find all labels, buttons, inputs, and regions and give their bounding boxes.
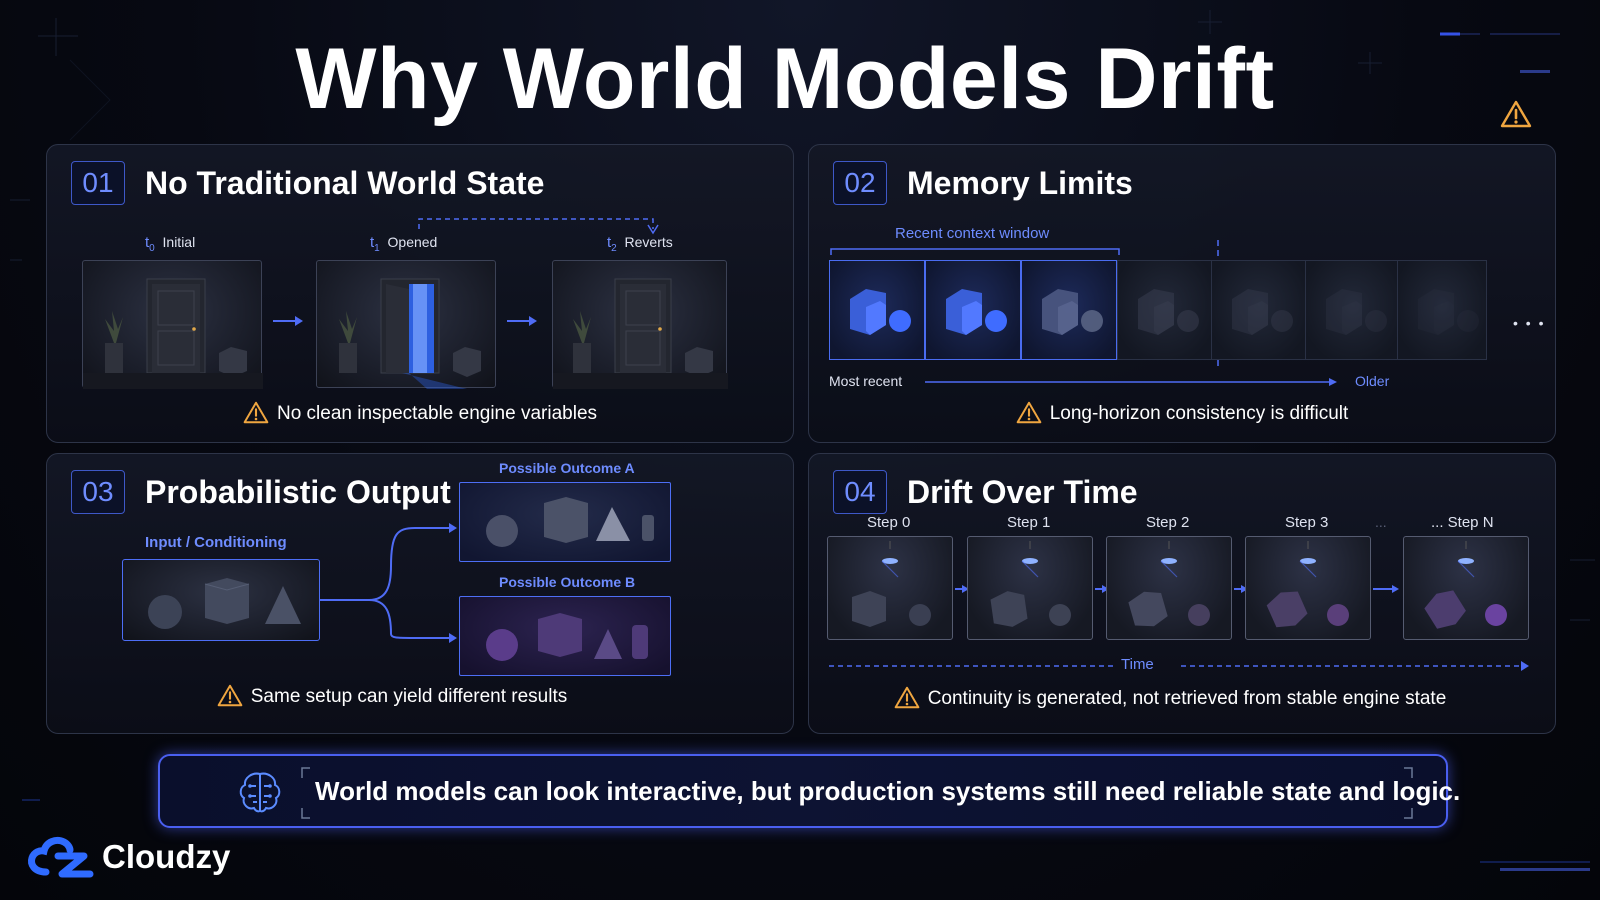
warning-line: Same setup can yield different results — [19, 684, 765, 708]
memory-frame — [1117, 260, 1213, 360]
scene-door-closed-reverts — [552, 260, 728, 389]
input-label: Input / Conditioning — [145, 534, 287, 551]
warning-line: Continuity is generated, not retrieved f… — [797, 686, 1543, 710]
panel-probabilistic-output: 03 Probabilistic Output Input / Conditio… — [46, 453, 794, 734]
panel-title: No Traditional World State — [145, 165, 545, 201]
scene-door-closed-initial — [82, 260, 263, 389]
warning-line: Long-horizon consistency is difficult — [809, 401, 1555, 425]
brand-logo: Cloudzy — [28, 832, 230, 882]
outcome-b-label: Possible Outcome B — [499, 574, 636, 590]
drift-step-frame — [827, 536, 953, 640]
memory-frame — [1211, 260, 1307, 360]
revert-dashed-arrow — [418, 218, 659, 235]
panel-title: Drift Over Time — [907, 474, 1138, 510]
axis-end-label: Older — [1355, 373, 1390, 389]
steps-ellipsis: ... — [1375, 514, 1387, 530]
recency-axis-arrow — [925, 378, 1337, 386]
memory-frame — [1021, 260, 1117, 360]
panel-number: 01 — [71, 161, 125, 205]
time-axis-label: Time — [1121, 656, 1154, 673]
brain-circuit-icon — [239, 772, 281, 813]
outcome-b-scene — [459, 596, 671, 676]
step-label: Step 2 — [1146, 514, 1190, 531]
cloudzy-logo-icon — [28, 836, 94, 878]
panel-title: Memory Limits — [907, 165, 1133, 201]
outcome-a-scene — [459, 482, 671, 562]
step-label: ... Step N — [1431, 514, 1494, 531]
panel-number: 02 — [833, 161, 887, 205]
memory-frame — [829, 260, 925, 360]
drift-step-frame — [967, 536, 1093, 640]
input-scene — [122, 559, 320, 641]
key-takeaway-banner: World models can look interactive, but p… — [158, 754, 1460, 828]
scene-door-opened — [316, 260, 496, 389]
arrow-right-icon — [955, 585, 969, 593]
step-label: Step 0 — [867, 514, 911, 531]
drift-step-frame — [1403, 536, 1529, 640]
arrow-right-icon — [507, 316, 537, 326]
arrow-right-icon — [1234, 585, 1248, 593]
outcome-a-label: Possible Outcome A — [499, 460, 635, 476]
time-axis-left — [829, 661, 1529, 671]
context-window-label: Recent context window — [895, 225, 1050, 242]
panel-no-world-state: 01 No Traditional World State t0 Initial… — [46, 144, 794, 443]
warning-icon — [1016, 401, 1042, 424]
more-frames-ellipsis: • • • — [1513, 315, 1546, 331]
panel-number: 04 — [833, 470, 887, 514]
panel-title: Probabilistic Output — [145, 474, 451, 510]
memory-frame — [1305, 260, 1401, 360]
frame-label-opened: t1 Opened — [370, 234, 438, 254]
panel-drift-over-time: 04 Drift Over Time Step 0 Step 1 Step 2 Ste… — [808, 453, 1556, 734]
warning-icon — [217, 684, 243, 707]
page-title: Why World Models Drift — [295, 31, 1275, 127]
frame-label-initial: t0 Initial — [145, 234, 196, 254]
arrow-right-icon — [273, 316, 303, 326]
axis-start-label: Most recent — [829, 373, 903, 389]
frame-label-reverts: t2 Reverts — [607, 234, 673, 254]
memory-frame — [1397, 260, 1487, 360]
panel-number: 03 — [71, 470, 125, 514]
warning-icon — [243, 401, 269, 424]
banner-corner-brackets — [301, 767, 1413, 819]
branching-arrows — [319, 523, 457, 643]
drift-step-frame — [1106, 536, 1232, 640]
warning-icon — [1500, 100, 1532, 128]
panel-memory-limits: 02 Memory Limits Recent context window •… — [808, 144, 1556, 443]
drift-step-frame — [1245, 536, 1371, 640]
warning-line: No clean inspectable engine variables — [47, 401, 793, 425]
banner-text: World models can look interactive, but p… — [315, 776, 1461, 806]
step-label: Step 3 — [1285, 514, 1329, 531]
arrow-right-icon — [1373, 585, 1399, 593]
arrow-right-icon — [1095, 585, 1109, 593]
step-label: Step 1 — [1007, 514, 1051, 531]
warning-icon — [894, 686, 920, 709]
memory-frame — [925, 260, 1021, 360]
brand-name: Cloudzy — [102, 838, 231, 875]
